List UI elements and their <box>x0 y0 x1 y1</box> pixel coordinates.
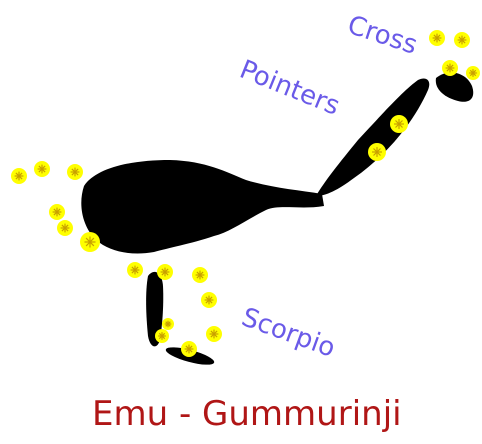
star-marker <box>157 264 173 280</box>
star-marker <box>181 341 197 357</box>
label-scorpio: Scorpio <box>238 302 339 363</box>
star-marker <box>80 232 100 252</box>
star-marker <box>429 30 445 46</box>
star-marker <box>368 143 386 161</box>
star-marker <box>390 115 408 133</box>
emu-body <box>81 160 324 254</box>
star-marker <box>34 161 50 177</box>
star-marker <box>454 32 470 48</box>
star-marker <box>67 164 83 180</box>
star-marker <box>162 318 174 330</box>
star-marker <box>466 66 480 80</box>
star-marker <box>192 267 208 283</box>
star-marker <box>127 262 143 278</box>
star-marker <box>201 292 217 308</box>
label-pointers: Pointers <box>235 55 343 122</box>
label-cross: Cross <box>344 10 421 61</box>
diagram-title: Emu - Gummurinji <box>92 394 402 434</box>
star-marker <box>442 60 458 76</box>
star-marker <box>11 168 27 184</box>
star-marker <box>57 220 73 236</box>
star-marker <box>49 204 65 220</box>
star-marker <box>206 326 222 342</box>
star-marker <box>155 329 169 343</box>
